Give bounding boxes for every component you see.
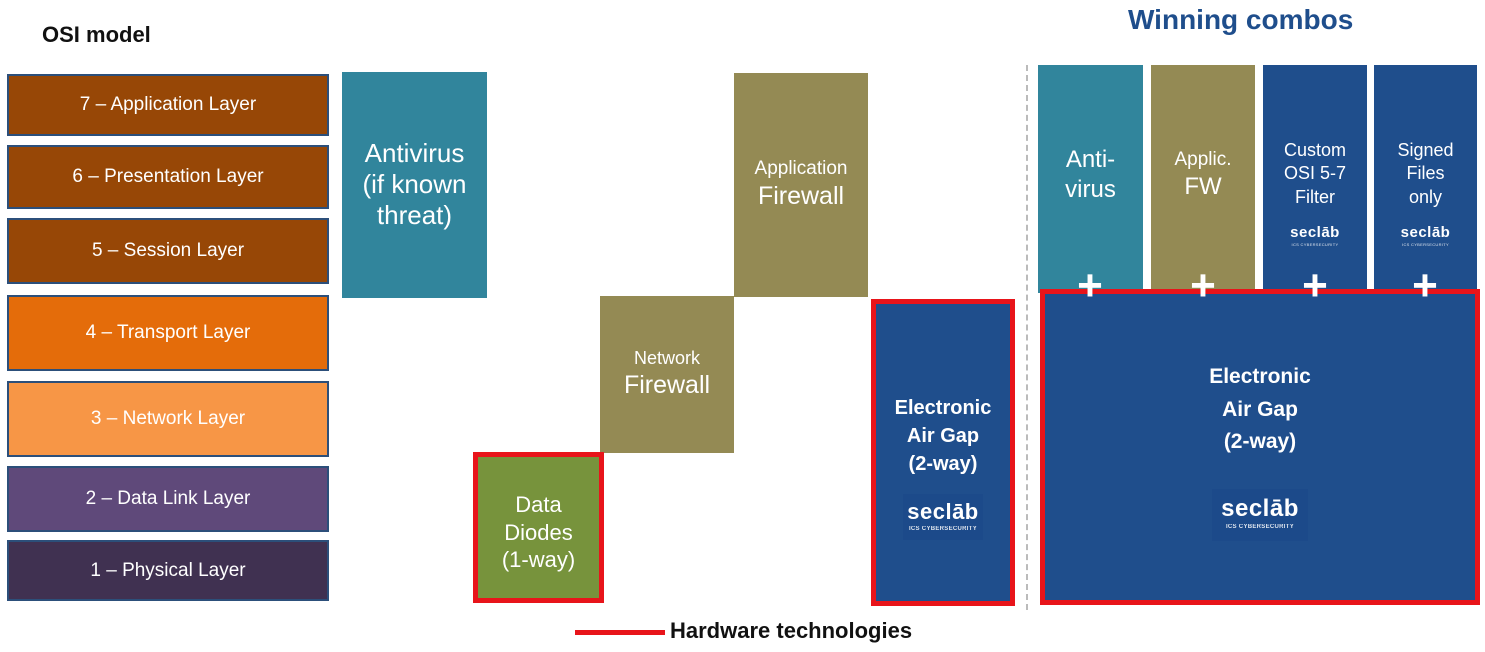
seclab-logo-small: seclāb ICS CYBERSECURITY <box>1283 221 1347 251</box>
seclab-logo-tag: ICS CYBERSECURITY <box>908 525 978 532</box>
combo-custom-line2: OSI 5-7 <box>1283 163 1347 184</box>
combo-signed-files: Signed Files only seclāb ICS CYBERSECURI… <box>1374 65 1477 293</box>
plus-icon: + <box>1190 261 1216 310</box>
seclab-logo-small-2-tag: ICS CYBERSECURITY <box>1402 242 1449 248</box>
combo-appfw-line2: FW <box>1184 173 1222 200</box>
network-firewall-box: Network Firewall <box>600 296 734 453</box>
combo-custom-line1: Custom <box>1283 140 1346 160</box>
osi-layer-7: 7 – Application Layer <box>7 74 329 136</box>
combo-air-gap-line2: Air Gap <box>1222 397 1298 421</box>
osi-layer-5: 5 – Session Layer <box>7 218 329 284</box>
plus-icon: + <box>1302 261 1328 310</box>
combo-air-gap-line3: (2-way) <box>1223 430 1297 454</box>
combo-antivirus: Anti- virus <box>1038 65 1143 293</box>
combo-electronic-air-gap: Electronic Air Gap (2-way) seclāb ICS CY… <box>1040 289 1480 605</box>
osi-layer-5-label: 5 – Session Layer <box>91 240 245 261</box>
seclab-logo-small-2-word: seclāb <box>1400 224 1451 242</box>
combo-custom-line3: Filter <box>1295 186 1335 207</box>
data-diodes-line1: Data <box>515 492 562 518</box>
combo-air-gap-line1: Electronic <box>1209 365 1311 388</box>
combo-antivirus-line2: virus <box>1065 176 1116 203</box>
air-gap-line2: Air Gap <box>906 425 980 447</box>
osi-layer-2: 2 – Data Link Layer <box>7 466 329 532</box>
seclab-logo-large: seclāb ICS CYBERSECURITY <box>1212 488 1308 541</box>
antivirus-line3: threat) <box>376 200 453 231</box>
air-gap-line1: Electronic <box>894 397 992 419</box>
osi-layer-6: 6 – Presentation Layer <box>7 145 329 209</box>
osi-layer-1-label: 1 – Physical Layer <box>90 559 246 581</box>
osi-layer-7-label: 7 – Application Layer <box>79 94 257 115</box>
seclab-logo-large-tag: ICS CYBERSECURITY <box>1225 523 1295 530</box>
electronic-air-gap-box: Electronic Air Gap (2-way) seclāb ICS CY… <box>871 299 1015 606</box>
legend-label: Hardware technologies <box>670 618 913 643</box>
seclab-logo-large-word: seclāb <box>1221 494 1299 522</box>
osi-layer-4: 4 – Transport Layer <box>7 295 329 371</box>
plus-icon: + <box>1077 261 1103 310</box>
osi-layer-4-label: 4 – Transport Layer <box>85 322 251 343</box>
osi-layer-3-label: 3 – Network Layer <box>90 408 246 429</box>
application-firewall-box: Application Firewall <box>734 73 868 297</box>
combo-signed-line1: Signed <box>1397 140 1454 160</box>
osi-layer-6-label: 6 – Presentation Layer <box>72 166 264 187</box>
combo-application-fw: Applic. FW <box>1151 65 1255 293</box>
combo-antivirus-line1: Anti- <box>1065 146 1116 173</box>
legend-line-swatch <box>575 630 665 635</box>
osi-layer-3: 3 – Network Layer <box>7 381 329 457</box>
network-firewall-line1: Network <box>633 348 700 368</box>
app-firewall-line2: Firewall <box>757 182 845 210</box>
combo-signed-line3: only <box>1408 186 1443 207</box>
seclab-logo-small-word: seclāb <box>1290 224 1340 242</box>
combo-signed-line2: Files <box>1406 163 1445 184</box>
seclab-logo-word: seclāb <box>907 498 979 524</box>
data-diodes-line3: (1-way) <box>501 547 576 573</box>
seclab-logo-small-tag: ICS CYBERSECURITY <box>1291 242 1339 248</box>
section-divider <box>1026 65 1028 610</box>
antivirus-line1: Antivirus <box>364 138 465 168</box>
antivirus-box: Antivirus (if known threat) <box>342 72 487 298</box>
combo-appfw-line1: Applic. <box>1174 149 1232 170</box>
data-diodes-line2: Diodes <box>504 519 573 545</box>
seclab-logo-small-2: seclāb ICS CYBERSECURITY <box>1394 221 1458 251</box>
antivirus-line2: (if known <box>362 169 467 200</box>
air-gap-line3: (2-way) <box>908 453 978 475</box>
app-firewall-line1: Application <box>754 158 848 179</box>
seclab-logo: seclāb ICS CYBERSECURITY <box>903 494 983 540</box>
osi-layer-1: 1 – Physical Layer <box>7 540 329 601</box>
data-diodes-box: Data Diodes (1-way) <box>473 452 604 603</box>
plus-icon: + <box>1412 261 1438 310</box>
combo-custom-filter: Custom OSI 5-7 Filter seclāb ICS CYBERSE… <box>1263 65 1367 293</box>
network-firewall-line2: Firewall <box>623 371 711 399</box>
osi-model-title: OSI model <box>42 22 151 47</box>
osi-layer-2-label: 2 – Data Link Layer <box>85 488 251 509</box>
winning-combos-title: Winning combos <box>1128 4 1354 35</box>
